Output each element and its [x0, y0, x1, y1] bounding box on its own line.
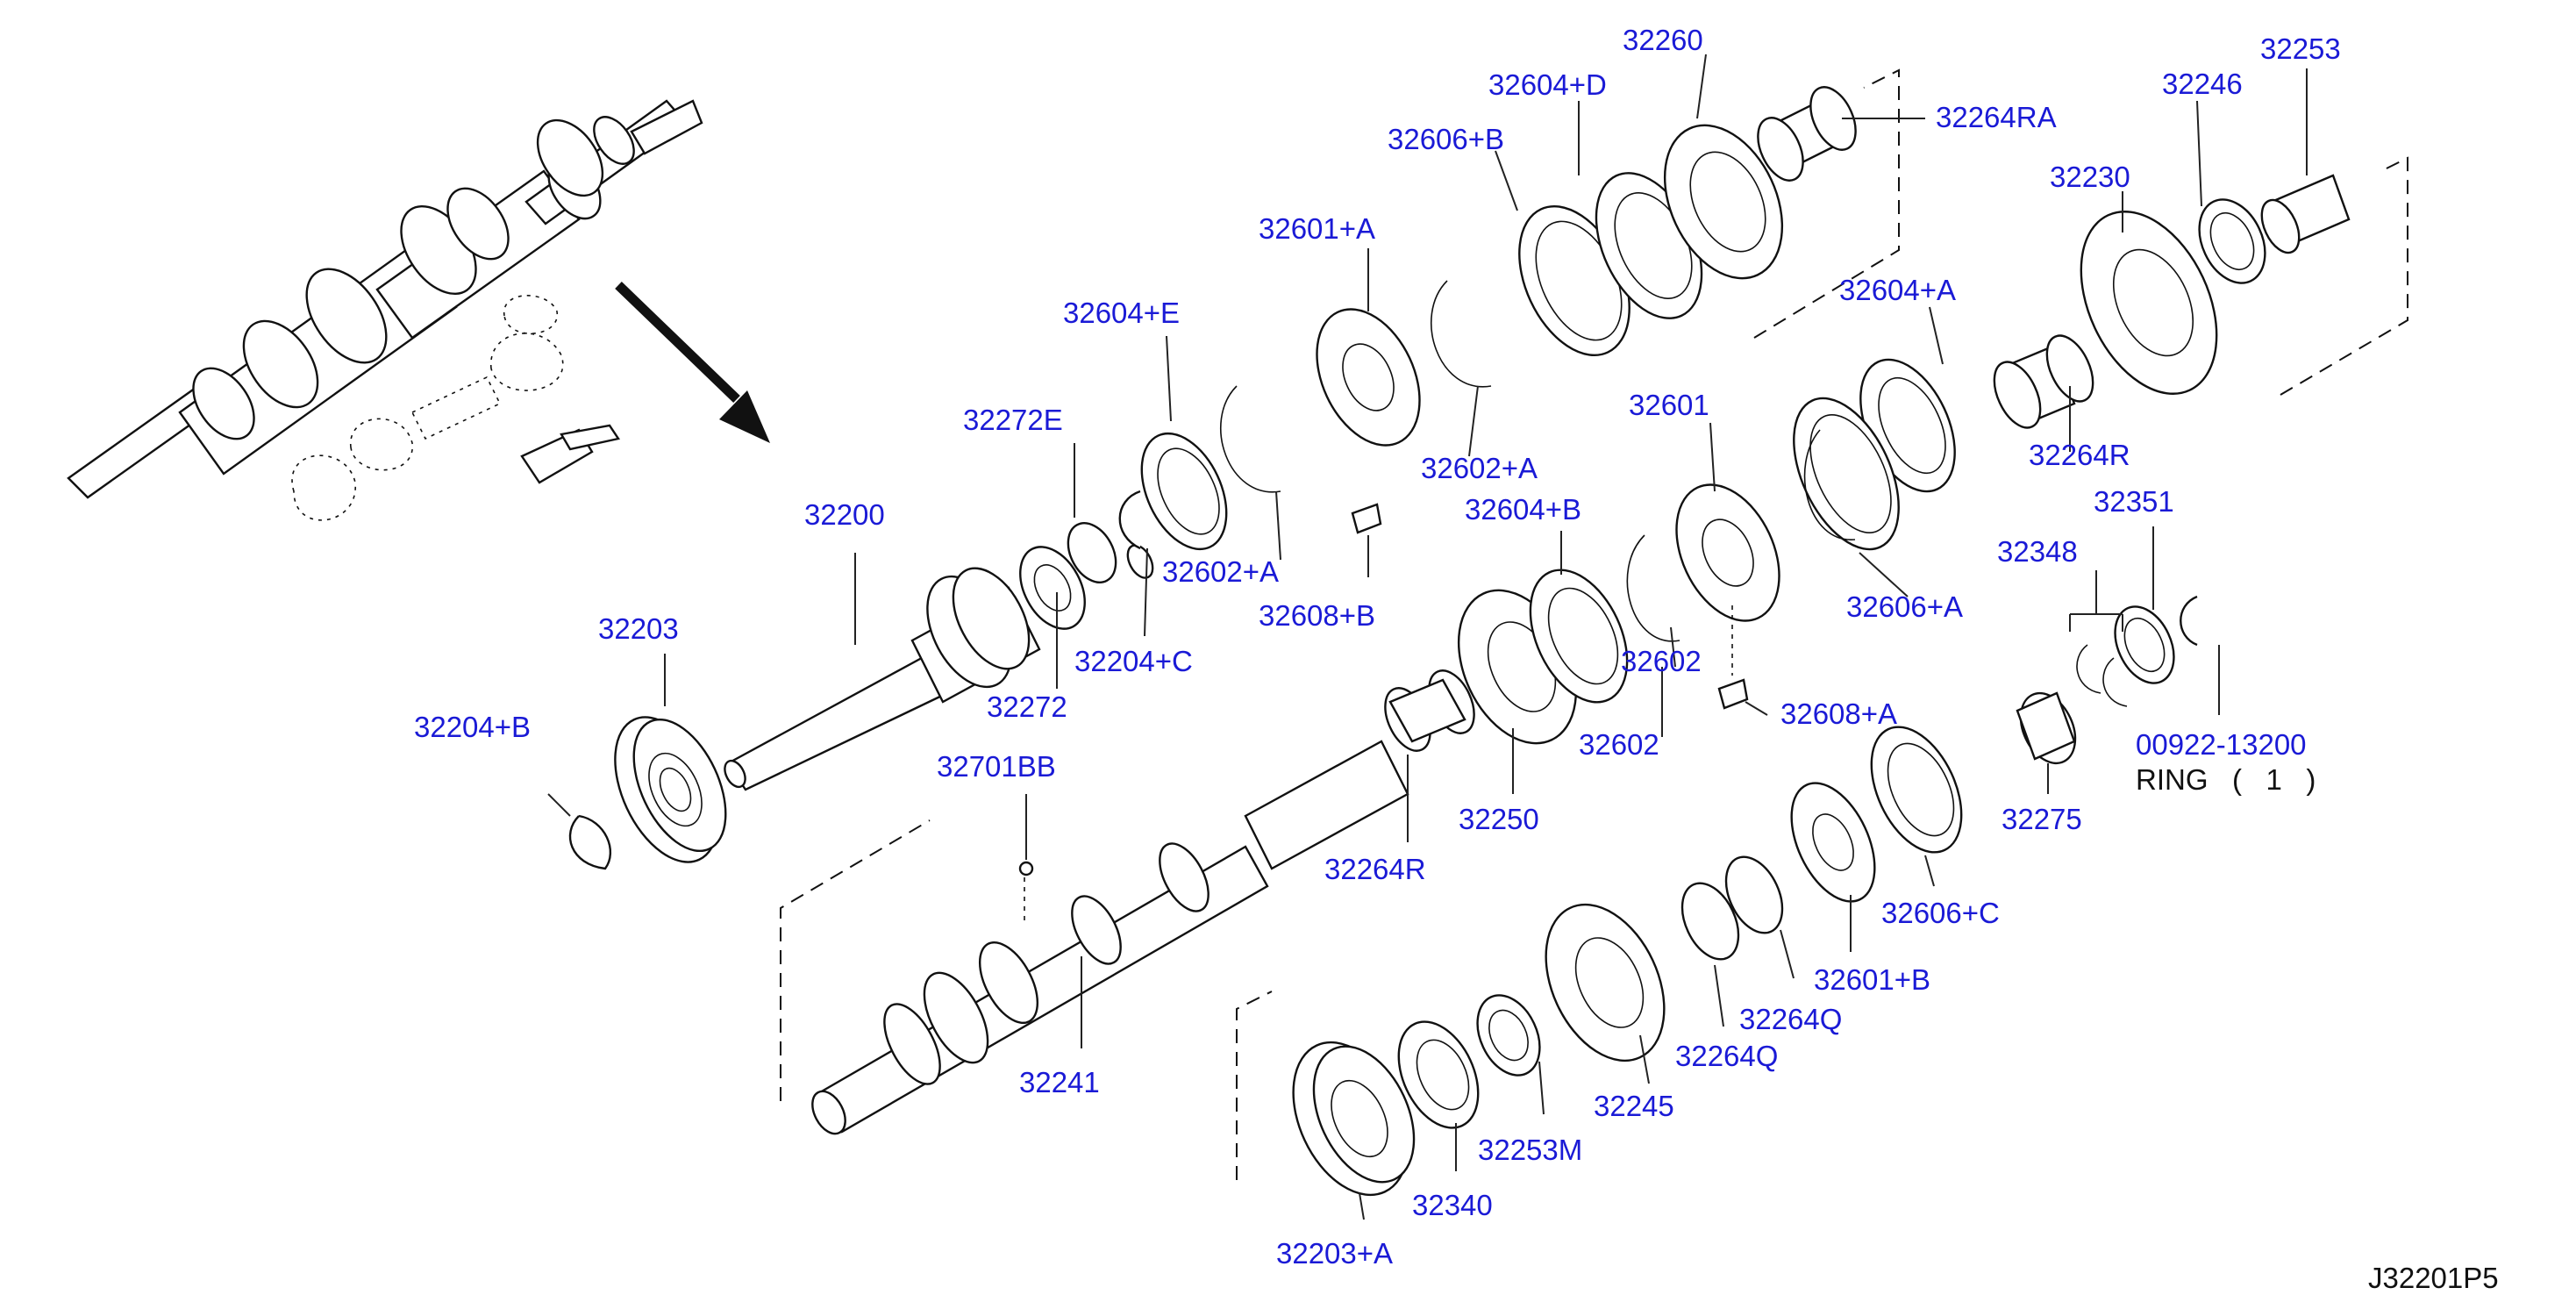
label-32264ra: 32264RA: [1936, 101, 2057, 133]
ring-quantity-note: RING ( 1 ): [2136, 763, 2316, 796]
label-32351: 32351: [2094, 485, 2174, 518]
middle-gear-group: [1384, 429, 1856, 752]
label-32604-d: 32604+D: [1488, 68, 1607, 101]
label-32272e: 32272E: [963, 404, 1063, 436]
label-32602-a-top: 32602+A: [1421, 452, 1538, 484]
label-32253: 32253: [2260, 32, 2341, 65]
label-32604-a: 32604+A: [1839, 274, 1956, 306]
label-32340: 32340: [1412, 1189, 1493, 1221]
label-32601: 32601: [1629, 389, 1709, 421]
label-32250: 32250: [1459, 803, 1539, 835]
label-32241: 32241: [1019, 1066, 1100, 1098]
label-32275: 32275: [2002, 803, 2082, 835]
label-00922-13200: 00922-13200: [2136, 728, 2307, 761]
label-32253m: 32253M: [1478, 1134, 1582, 1166]
right-gear-group: [1793, 156, 2408, 551]
label-32604-b: 32604+B: [1465, 493, 1581, 526]
label-32204-c: 32204+C: [1074, 645, 1193, 677]
lower-gear-group: [1236, 726, 1963, 1197]
label-32602: 32602: [1579, 728, 1659, 761]
small-right-parts: [2016, 595, 2198, 765]
label-32246: 32246: [2162, 68, 2243, 100]
label-32701bb: 32701BB: [937, 750, 1056, 783]
label-32602-a: 32602+A: [1162, 555, 1279, 588]
label-32200: 32200: [804, 498, 885, 531]
label-32348: 32348: [1997, 535, 2078, 568]
label-32264r-top: 32264R: [2029, 439, 2130, 471]
label-32264q-2: 32264Q: [1675, 1040, 1778, 1072]
label-32264q-1: 32264Q: [1739, 1003, 1842, 1035]
main-shaft-group: [780, 740, 1409, 1135]
label-32606-b: 32606+B: [1388, 123, 1504, 155]
label-32606-a: 32606+A: [1846, 590, 1963, 623]
overview-assembly: [67, 99, 703, 521]
label-32245: 32245: [1594, 1090, 1674, 1122]
label-32601-a: 32601+A: [1259, 212, 1375, 245]
diagram-code: J32201P5: [2368, 1262, 2499, 1294]
label-32203-a: 32203+A: [1276, 1237, 1393, 1270]
direction-arrow: [615, 282, 770, 443]
label-32601-b: 32601+B: [1814, 963, 1930, 996]
label-32608-b: 32608+B: [1259, 599, 1375, 632]
label-32272: 32272: [987, 690, 1067, 723]
label-32260: 32260: [1623, 24, 1703, 56]
leader-lines: [547, 54, 2308, 1220]
label-32264r: 32264R: [1324, 853, 1426, 885]
label-32604-e: 32604+E: [1063, 297, 1180, 329]
label-32230: 32230: [2050, 161, 2130, 193]
label-32204-b: 32204+B: [414, 711, 531, 743]
label-32602-mid: 32602: [1621, 645, 1702, 677]
label-32606-c: 32606+C: [1881, 897, 2000, 929]
part-labels: 32260 32604+D 32606+B 32264RA 32246 3225…: [414, 24, 2499, 1294]
label-32608-a: 32608+A: [1780, 698, 1897, 730]
upper-gear-group: [1316, 68, 1900, 534]
label-32203: 32203: [598, 612, 679, 645]
input-shaft-group: [568, 280, 1492, 870]
